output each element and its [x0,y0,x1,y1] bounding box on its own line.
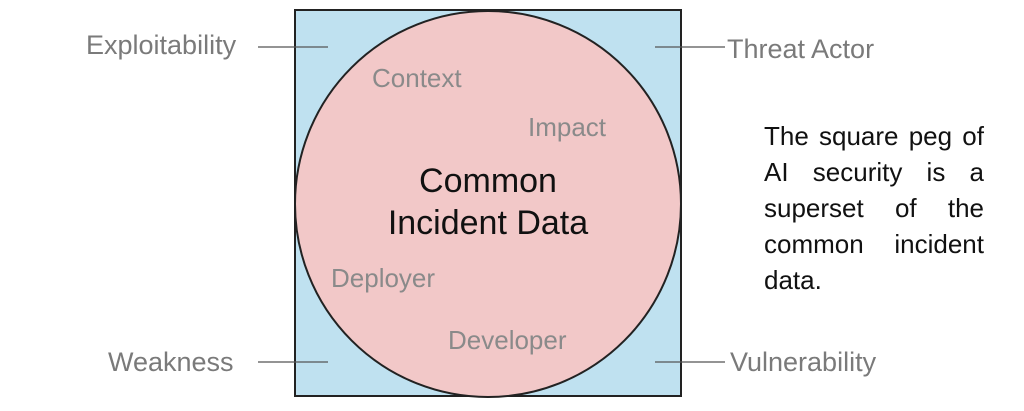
inner-circle [294,10,682,398]
center-title-line1: Common [419,162,557,200]
vulnerability-label: Vulnerability [730,347,877,377]
exploitability-label: Exploitability [86,30,237,60]
center-title-line2: Incident Data [387,204,589,242]
deployer-label: Deployer [331,263,436,293]
threat-actor-label: Threat Actor [727,34,875,64]
weakness-label: Weakness [108,347,234,377]
developer-label: Developer [448,325,567,355]
impact-label: Impact [528,112,607,142]
center-title: Common Incident Data [345,160,631,244]
caption-text: The square peg of AI security is a super… [764,121,984,295]
context-label: Context [372,63,462,93]
